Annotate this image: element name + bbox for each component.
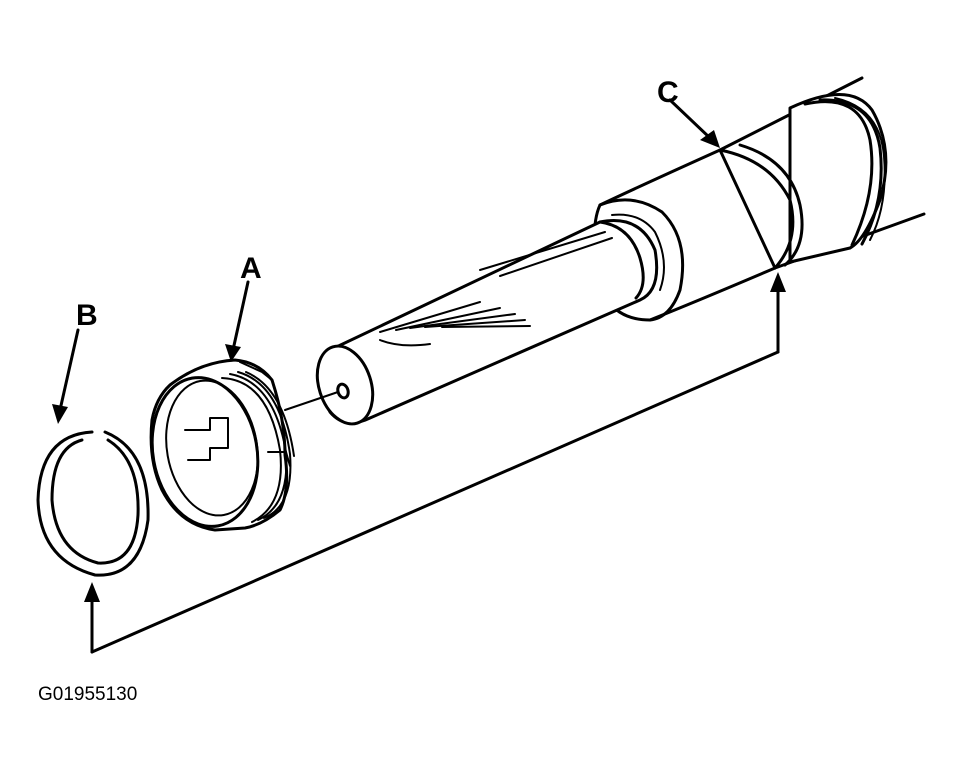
label-c: C <box>657 76 679 109</box>
assembly-bracket <box>84 272 786 654</box>
bracket-arrowhead-left <box>84 582 100 602</box>
label-a: A <box>240 252 262 285</box>
snap-ring-b <box>36 430 150 577</box>
leader-c <box>668 98 720 148</box>
shaft <box>284 219 659 426</box>
bracket-arrowhead-right <box>770 272 786 292</box>
leader-b <box>52 328 80 424</box>
figure-code: G01955130 <box>38 684 137 705</box>
leader-a <box>225 280 250 362</box>
label-b: B <box>76 299 98 332</box>
nut-a <box>149 358 295 532</box>
